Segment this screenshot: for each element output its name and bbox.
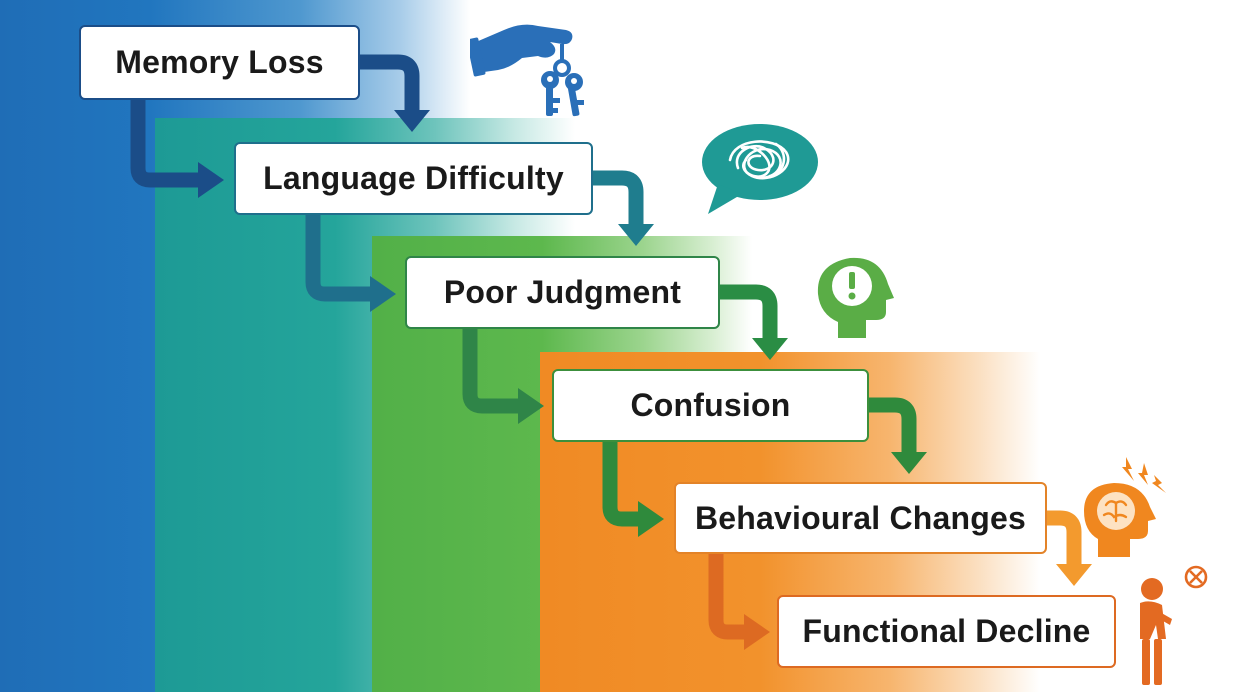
- arrowhead-right-5: [744, 614, 770, 650]
- arrow-down-5: [1047, 510, 1082, 566]
- arrow-right-2: [305, 215, 372, 302]
- arrow-down-3: [720, 284, 778, 340]
- stage-confusion: Confusion: [552, 369, 869, 442]
- stage-language-difficulty: Language Difficulty: [234, 142, 593, 215]
- stage-memory-loss: Memory Loss: [79, 25, 360, 100]
- stage-behavioural-changes: Behavioural Changes: [674, 482, 1047, 554]
- arrowhead-right-4: [638, 501, 664, 537]
- head-with-exclamation-icon: [817, 257, 894, 338]
- arrow-right-3: [462, 329, 520, 414]
- arrowhead-down-2: [618, 224, 654, 246]
- arrowhead-down-5: [1056, 564, 1092, 586]
- arrowhead-down-4: [891, 452, 927, 474]
- stage-poor-judgment: Poor Judgment: [405, 256, 720, 329]
- arrowhead-right-3: [518, 388, 544, 424]
- hand-with-keys-icon: [470, 24, 584, 117]
- arrow-right-5: [708, 554, 746, 640]
- arrow-right-4: [602, 442, 640, 527]
- arrow-down-1: [360, 54, 420, 112]
- arrow-down-2: [593, 170, 644, 226]
- arrowhead-down-3: [752, 338, 788, 360]
- arrow-down-4: [869, 397, 917, 454]
- head-with-lightning-icon: [1084, 457, 1166, 557]
- stooped-person-icon: [1140, 565, 1208, 685]
- arrowhead-right-2: [370, 276, 396, 312]
- arrowhead-down-1: [394, 110, 430, 132]
- tangled-speech-bubble-icon: [702, 124, 818, 214]
- arrow-right-1: [130, 100, 200, 188]
- arrowhead-right-1: [198, 162, 224, 198]
- stage-functional-decline: Functional Decline: [777, 595, 1116, 668]
